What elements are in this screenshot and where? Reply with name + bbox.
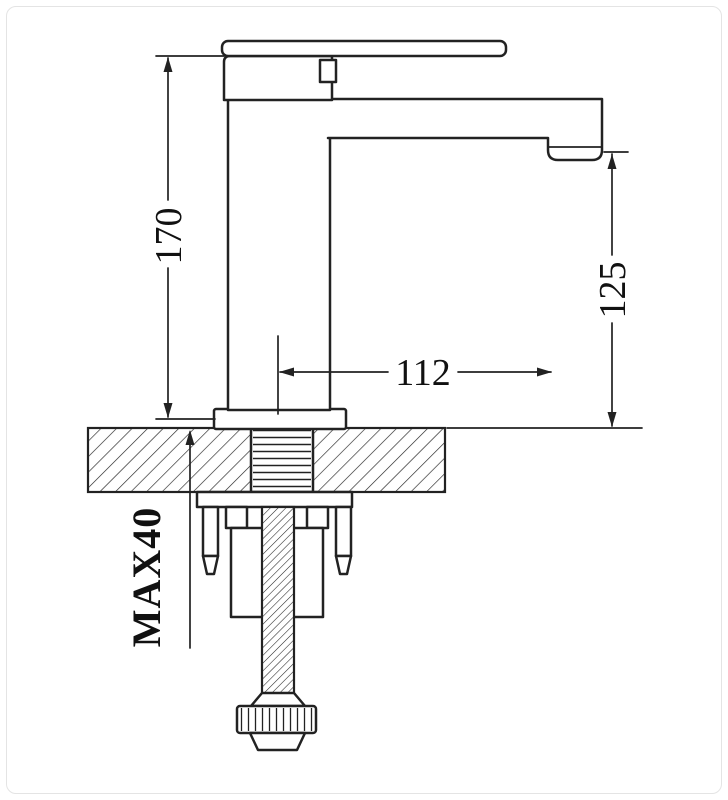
label-max-thickness: MAX40 <box>124 507 169 648</box>
dimension-outlet-height: 125 <box>446 151 643 429</box>
label-outlet-height: 125 <box>592 262 634 319</box>
faucet-body <box>226 97 332 412</box>
faucet-spout <box>326 97 604 162</box>
supply-hose-right <box>334 505 353 576</box>
faucet-base <box>212 407 348 431</box>
label-spout-reach: 112 <box>395 352 451 394</box>
threaded-rod <box>260 505 296 697</box>
dimension-max-thickness: MAX40 <box>124 430 195 649</box>
mounting-flange <box>195 490 354 509</box>
tightening-knob <box>235 691 318 752</box>
threaded-shank <box>249 426 315 494</box>
dimension-spout-reach: 112 <box>277 335 552 415</box>
hose-fitting-left <box>224 505 249 530</box>
label-total-height: 170 <box>148 208 190 265</box>
faucet-handle <box>220 39 508 102</box>
dimension-total-height: 170 <box>148 55 225 420</box>
supply-hose-left <box>201 505 220 576</box>
hose-fitting-right <box>305 505 330 530</box>
